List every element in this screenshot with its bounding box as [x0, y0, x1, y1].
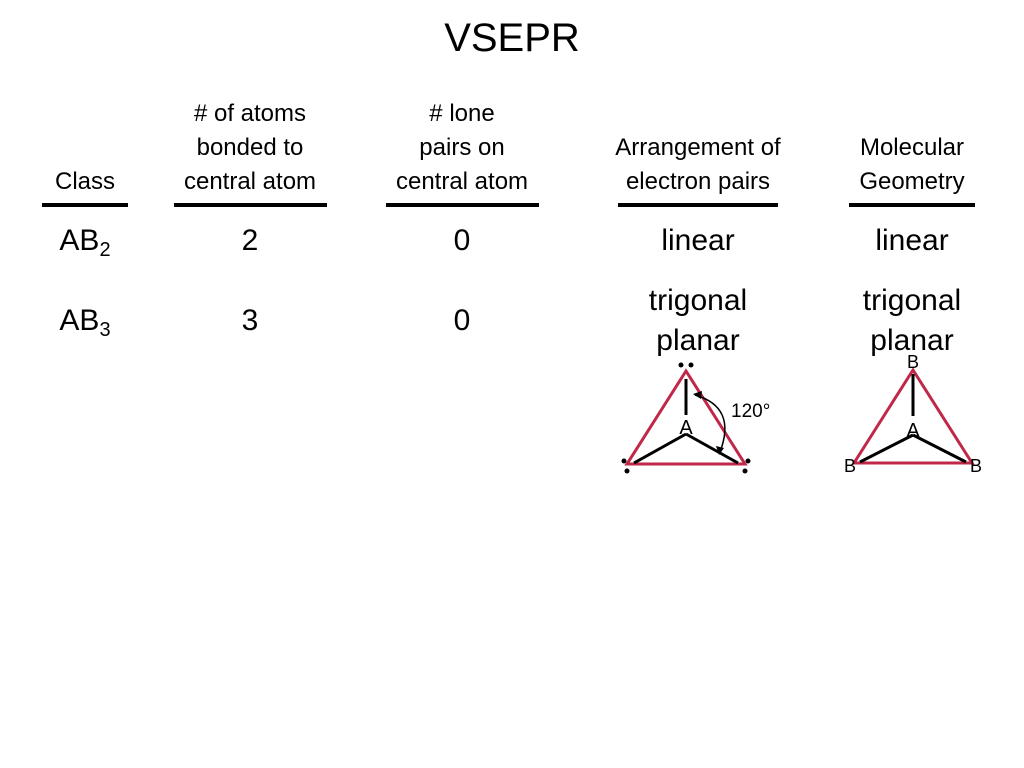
right-atom-label: B: [970, 456, 982, 476]
class-base: AB: [59, 304, 100, 337]
header-rule-lone-pairs: [386, 203, 539, 207]
header-line: Geometry: [859, 168, 965, 195]
angle-arrowhead: [716, 446, 724, 455]
header-rule-geometry: [849, 203, 975, 207]
column-header-geometry: Molecular Geometry: [832, 131, 992, 199]
arrangement-line: planar: [656, 324, 740, 357]
class-subscript: 3: [99, 319, 111, 341]
header-line: pairs on: [419, 134, 505, 161]
header-line: bonded to: [196, 134, 304, 161]
header-line: electron pairs: [625, 168, 771, 195]
lone-pairs-cell: 0: [453, 304, 471, 337]
top-atom-label: B: [907, 352, 919, 372]
angle-label: 120°: [731, 401, 770, 422]
bond-line: [685, 432, 739, 465]
class-base: AB: [59, 224, 100, 257]
lone-pair-dot: [745, 458, 751, 464]
left-atom-label: B: [844, 456, 856, 476]
header-rule-arrangement: [618, 203, 778, 207]
bond-line: [633, 432, 687, 465]
lone-pair-dot: [621, 458, 627, 464]
geometry-cell: linear: [832, 221, 992, 261]
column-header-class: Class: [35, 165, 135, 199]
column-header-lone-pairs: # lone pairs on central atom: [372, 97, 552, 199]
geometry-diagram: A B B B: [844, 352, 982, 476]
header-line: # of atoms: [193, 100, 307, 127]
lone-pair-dot: [742, 468, 748, 474]
class-cell: AB2: [35, 223, 135, 261]
header-line: Molecular: [859, 134, 965, 161]
arrangement-line: linear: [661, 224, 735, 257]
page-title: VSEPR: [444, 16, 580, 60]
column-header-arrangement: Arrangement of electron pairs: [588, 131, 808, 199]
class-cell: AB3: [35, 303, 135, 341]
lone-pair-dot: [688, 362, 694, 368]
central-atom-label: A: [679, 417, 693, 439]
header-rule-class: [42, 203, 128, 207]
lone-pair-dot: [678, 362, 684, 368]
header-line: Class: [54, 168, 115, 195]
bond-line: [912, 433, 967, 464]
header-line: # lone: [429, 100, 495, 127]
triangle-outline: [624, 368, 748, 466]
triangle-outline: [851, 367, 975, 465]
geometry-line: planar: [870, 324, 954, 357]
lone-pair-dot: [624, 468, 630, 474]
header-line: central atom: [395, 168, 529, 195]
angle-arc: [694, 394, 726, 453]
arrangement-line: trigonal: [648, 284, 748, 317]
arrangement-cell: linear: [598, 221, 798, 261]
geometry-line: linear: [875, 224, 949, 257]
arrangement-diagram: A 120°: [621, 362, 770, 474]
angle-arrowhead: [693, 391, 702, 399]
bond-line: [859, 433, 914, 464]
header-line: Arrangement of: [615, 134, 781, 161]
central-atom-label: A: [906, 420, 920, 442]
class-subscript: 2: [99, 239, 111, 261]
bonded-atoms-cell: 2: [241, 224, 259, 257]
lone-pairs-cell: 0: [453, 224, 471, 257]
geometry-line: trigonal: [862, 284, 962, 317]
header-line: central atom: [183, 168, 317, 195]
geometry-cell: trigonal planar: [832, 281, 992, 361]
header-rule-bonded-atoms: [174, 203, 327, 207]
column-header-bonded-atoms: # of atoms bonded to central atom: [160, 97, 340, 199]
bonded-atoms-cell: 3: [241, 304, 259, 337]
arrangement-cell: trigonal planar: [598, 281, 798, 361]
